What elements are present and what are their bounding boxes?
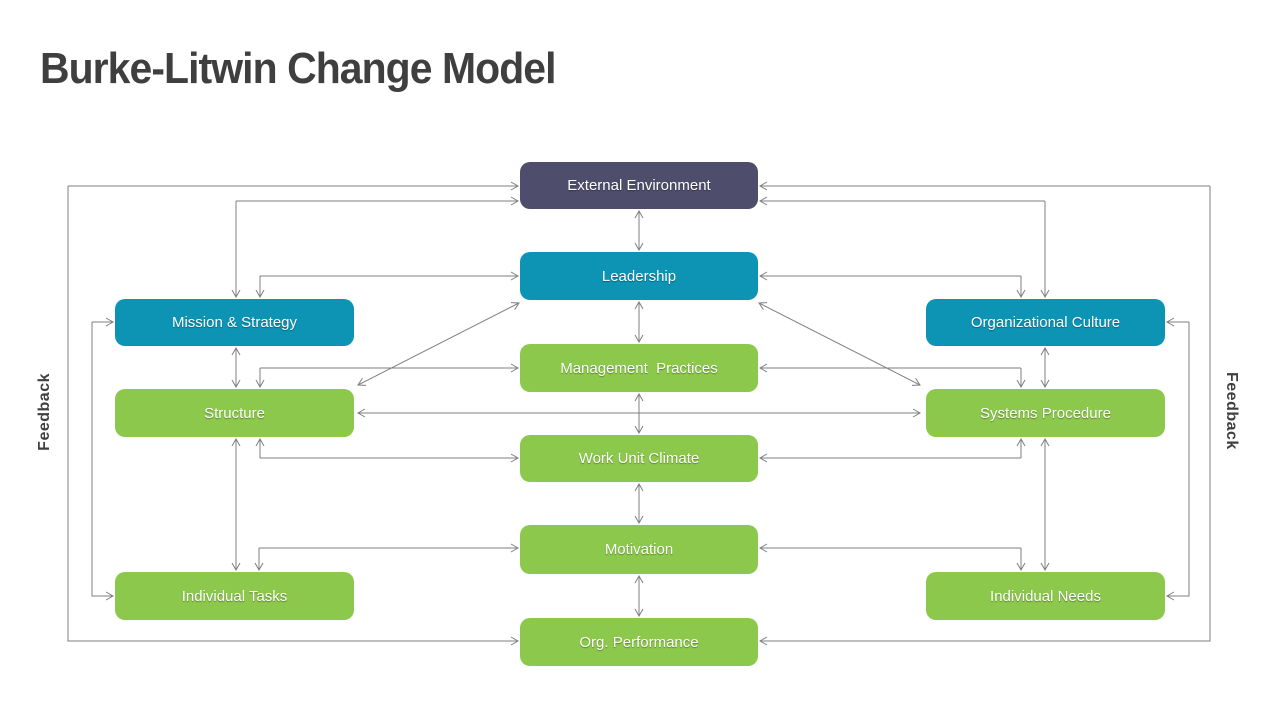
edge-feedback-loop-bottom-left <box>67 186 520 646</box>
node-label-individual-tasks: Individual Tasks <box>181 587 288 605</box>
node-label-mission-strategy: Mission & Strategy <box>171 314 298 331</box>
node-individual-tasks: Individual Tasks <box>115 572 354 620</box>
edge-leadership-structure-diagonal <box>357 302 520 386</box>
node-label-leadership: Leadership <box>601 267 677 285</box>
node-label-external-environment: External Environment <box>567 177 711 194</box>
node-label-work-unit-climate: Work Unit Climate <box>578 450 700 467</box>
page-title: Burke-Litwin Change Model <box>40 44 556 93</box>
node-leadership: Leadership <box>520 252 758 300</box>
node-management-practices: Management Practices <box>520 344 758 392</box>
node-mission-strategy: Mission & Strategy <box>115 299 354 346</box>
node-label-org-performance: Org. Performance <box>579 633 699 651</box>
node-individual-needs: Individual Needs <box>926 572 1165 620</box>
edge-inner-feedback-left-bottom <box>91 322 115 601</box>
node-organizational-culture: Organizational Culture <box>926 299 1165 346</box>
node-org-performance: Org. Performance <box>520 618 758 666</box>
node-label-motivation: Motivation <box>604 541 674 558</box>
node-label-management-practices: Management Practices <box>560 359 718 377</box>
connectors <box>67 181 1211 646</box>
node-label-organizational-culture: Organizational Culture <box>970 314 1121 331</box>
node-label-structure: Structure <box>204 404 265 422</box>
edge-inner-feedback-right-bottom <box>1165 322 1190 601</box>
node-label-systems-procedure: Systems Procedure <box>980 404 1111 422</box>
node-label-individual-needs: Individual Needs <box>990 587 1101 605</box>
node-structure: Structure <box>115 389 354 437</box>
edge-feedback-loop-bottom-right <box>758 186 1211 646</box>
feedback-label-right: Feedback <box>1223 372 1240 450</box>
node-work-unit-climate: Work Unit Climate <box>520 435 758 482</box>
node-motivation: Motivation <box>520 525 758 574</box>
node-systems-procedure: Systems Procedure <box>926 389 1165 437</box>
edge-leadership-systems-procedure-diagonal <box>758 302 921 386</box>
node-external-environment: External Environment <box>520 162 758 209</box>
